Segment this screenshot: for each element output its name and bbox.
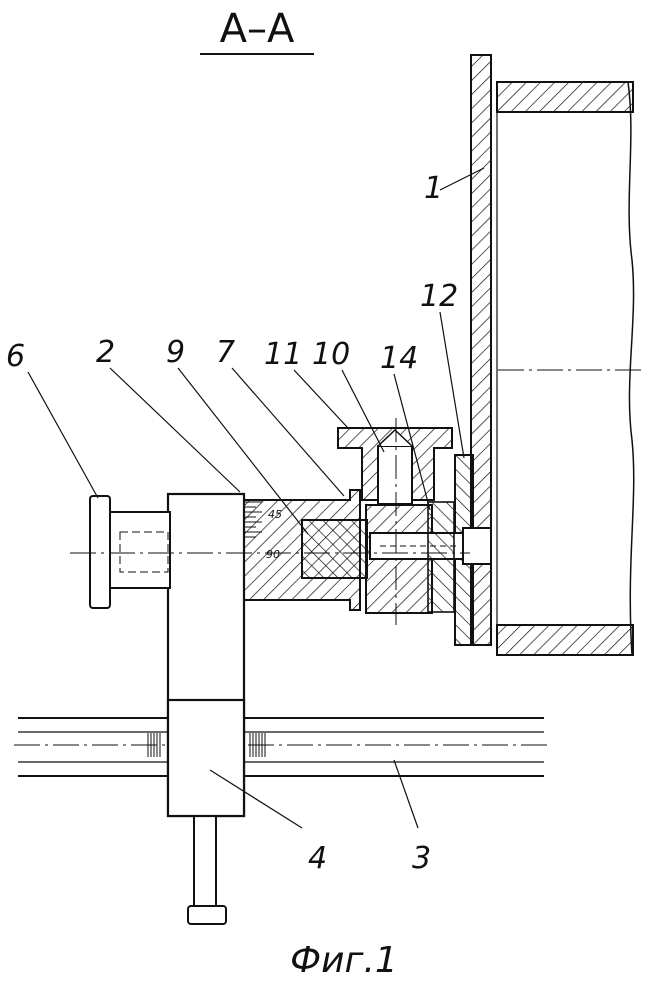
housing-bottom-wall [497, 625, 633, 655]
slider-face [168, 700, 244, 816]
housing-top-wall [497, 82, 633, 112]
label-part-12: 12 [420, 279, 458, 314]
figure-caption: Фиг.1 [290, 940, 398, 981]
label-part-11: 11 [264, 337, 302, 372]
label-part-4: 4 [308, 841, 327, 876]
knob-part-6 [90, 496, 170, 608]
rail-part-3 [14, 718, 550, 776]
scale-mark-upper: 45 [268, 508, 282, 521]
label-part-2: 2 [96, 335, 115, 370]
section-title: A–A [220, 6, 295, 52]
body-part-7 [242, 490, 367, 610]
sleeve-part-9 [302, 520, 367, 578]
label-part-10: 10 [312, 337, 350, 372]
housing-break-line [628, 82, 634, 655]
label-part-1: 1 [424, 171, 443, 206]
label-part-6: 6 [6, 339, 25, 374]
label-part-9: 9 [166, 335, 185, 370]
scale-mark-lower: 90 [266, 548, 280, 561]
label-part-7: 7 [216, 335, 235, 370]
label-part-14: 14 [380, 341, 418, 376]
label-part-3: 3 [412, 841, 431, 876]
pin-part-10 [378, 446, 412, 504]
